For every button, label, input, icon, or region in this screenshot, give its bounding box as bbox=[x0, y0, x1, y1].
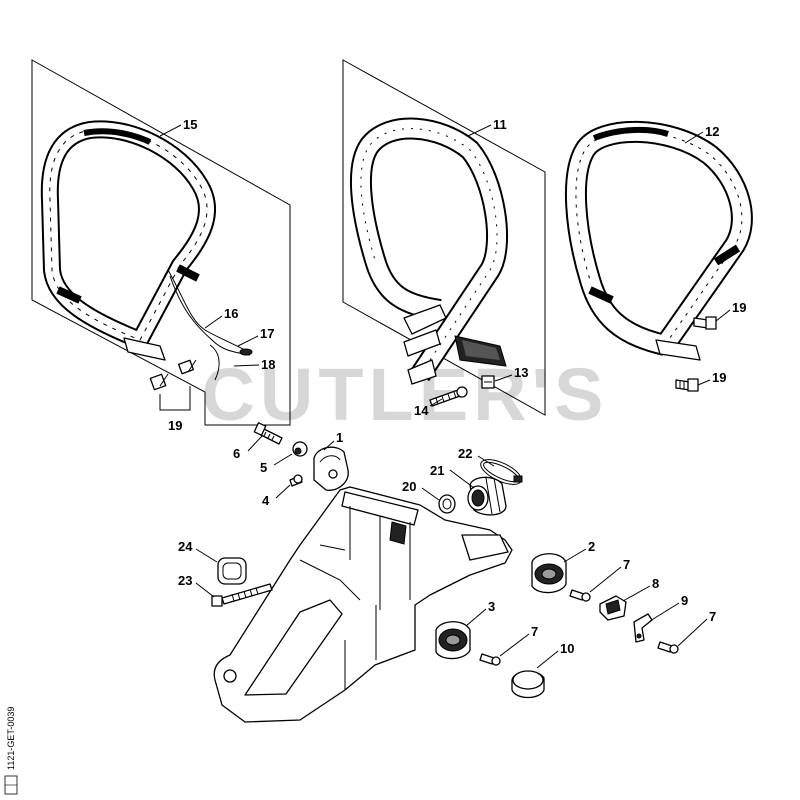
callout-11: 11 bbox=[493, 117, 507, 132]
leader-line-1 bbox=[323, 440, 335, 451]
screw-19-left-b bbox=[178, 359, 197, 375]
bracket-8 bbox=[599, 595, 627, 621]
leader-line-17 bbox=[237, 335, 259, 347]
callout-16: 16 bbox=[224, 306, 238, 321]
callout-9: 9 bbox=[681, 593, 688, 608]
watermark-text: CUTLER'S bbox=[201, 353, 608, 436]
cap-10 bbox=[511, 670, 545, 699]
screw-19-right-a bbox=[693, 316, 717, 330]
callout-19-left: 19 bbox=[168, 418, 182, 433]
washer-5 bbox=[292, 441, 308, 457]
callout-3: 3 bbox=[488, 599, 495, 614]
leader-line-7-a bbox=[589, 566, 622, 593]
leader-line-18 bbox=[233, 364, 260, 367]
callout-6: 6 bbox=[233, 446, 240, 461]
leader-line-2 bbox=[563, 548, 587, 563]
leader-line-19-right-a bbox=[715, 309, 731, 322]
callout-15: 15 bbox=[183, 117, 197, 132]
panel-handle-15 bbox=[31, 59, 291, 426]
leader-line-9 bbox=[649, 602, 680, 622]
leader-line-4 bbox=[275, 484, 291, 499]
callout-12: 12 bbox=[705, 124, 719, 139]
bracket-19-left bbox=[159, 386, 191, 411]
callout-2: 2 bbox=[588, 539, 595, 554]
callout-7-c: 7 bbox=[709, 609, 716, 624]
leader-line-5 bbox=[273, 453, 293, 466]
leader-line-10 bbox=[536, 650, 559, 669]
screw-7-c bbox=[657, 641, 679, 654]
handle-bar-15 bbox=[40, 120, 217, 361]
handle-bar-12 bbox=[564, 120, 753, 361]
ring-20 bbox=[438, 494, 456, 514]
leader-line-6 bbox=[247, 435, 263, 452]
callout-21: 21 bbox=[430, 463, 444, 478]
callout-18: 18 bbox=[261, 357, 275, 372]
screw-19-left-a bbox=[149, 373, 169, 391]
callout-19-right-a: 19 bbox=[732, 300, 746, 315]
bracket-9 bbox=[633, 613, 653, 643]
callout-8: 8 bbox=[652, 576, 659, 591]
leader-line-14 bbox=[429, 398, 443, 407]
buffer-3 bbox=[435, 621, 471, 660]
cover-1 bbox=[313, 446, 349, 491]
callout-24: 24 bbox=[178, 539, 193, 554]
callout-19-right-b: 19 bbox=[712, 370, 726, 385]
callout-10: 10 bbox=[560, 641, 574, 656]
screw-6 bbox=[253, 422, 283, 445]
drawing-code: 1121-GET-0039 bbox=[6, 707, 16, 770]
leader-lines bbox=[159, 124, 731, 669]
handle-12-foot bbox=[655, 339, 701, 361]
screw-7-a bbox=[569, 589, 591, 602]
callout-14: 14 bbox=[414, 403, 429, 418]
buffer-2 bbox=[531, 553, 567, 594]
handle-bar-11 bbox=[349, 117, 509, 385]
leader-line-12 bbox=[684, 131, 704, 144]
screw-4 bbox=[289, 474, 303, 487]
leader-line-16 bbox=[204, 315, 223, 329]
leader-line-19-right-b bbox=[697, 379, 711, 386]
screw-23 bbox=[211, 583, 273, 607]
screw-13 bbox=[481, 375, 495, 389]
leader-line-3 bbox=[465, 608, 487, 627]
handle-15-foot bbox=[123, 337, 166, 361]
callout-22: 22 bbox=[458, 446, 472, 461]
leader-line-7-c bbox=[677, 618, 708, 647]
leader-line-7-b bbox=[499, 633, 530, 657]
screw-7-b bbox=[479, 653, 501, 666]
callout-4: 4 bbox=[262, 493, 270, 508]
intake-boot-21 bbox=[467, 476, 507, 516]
callout-20: 20 bbox=[402, 479, 416, 494]
leader-line-23 bbox=[195, 582, 215, 598]
callout-23: 23 bbox=[178, 573, 192, 588]
wire-parts-16-17-18 bbox=[167, 269, 253, 381]
leader-line-20 bbox=[421, 487, 440, 501]
callout-7-b: 7 bbox=[531, 624, 538, 639]
leader-line-8 bbox=[622, 585, 651, 602]
leader-line-15 bbox=[159, 124, 182, 137]
callout-5: 5 bbox=[260, 460, 267, 475]
leader-line-22 bbox=[477, 455, 495, 467]
gasket-24 bbox=[217, 557, 247, 585]
leader-line-21 bbox=[449, 469, 475, 489]
rear-handle-housing bbox=[213, 486, 513, 723]
callout-labels: 15 11 12 16 17 18 19 19 19 13 14 1 6 5 4… bbox=[168, 117, 746, 656]
panel-handle-11 bbox=[342, 59, 546, 416]
leader-line-13 bbox=[494, 374, 513, 382]
leader-line-11 bbox=[467, 124, 492, 137]
callout-13: 13 bbox=[514, 365, 528, 380]
callout-1: 1 bbox=[336, 430, 343, 445]
leader-line-24 bbox=[195, 548, 218, 563]
callout-7-a: 7 bbox=[623, 557, 630, 572]
callout-17: 17 bbox=[260, 326, 274, 341]
